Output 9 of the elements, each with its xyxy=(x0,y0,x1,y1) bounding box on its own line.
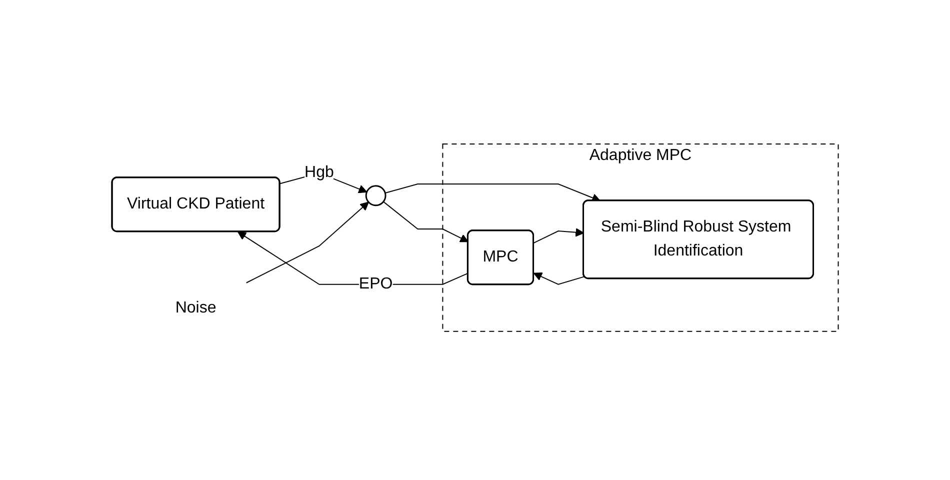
arrow xyxy=(533,272,585,286)
node-circle xyxy=(365,185,386,206)
edge-label: EPO xyxy=(358,276,393,293)
arrow xyxy=(533,228,584,244)
arrow xyxy=(246,202,369,284)
arrow xyxy=(382,202,468,242)
arrow xyxy=(384,184,600,202)
node-text: Noise xyxy=(175,300,216,317)
edge-label: Hgb xyxy=(304,164,334,182)
